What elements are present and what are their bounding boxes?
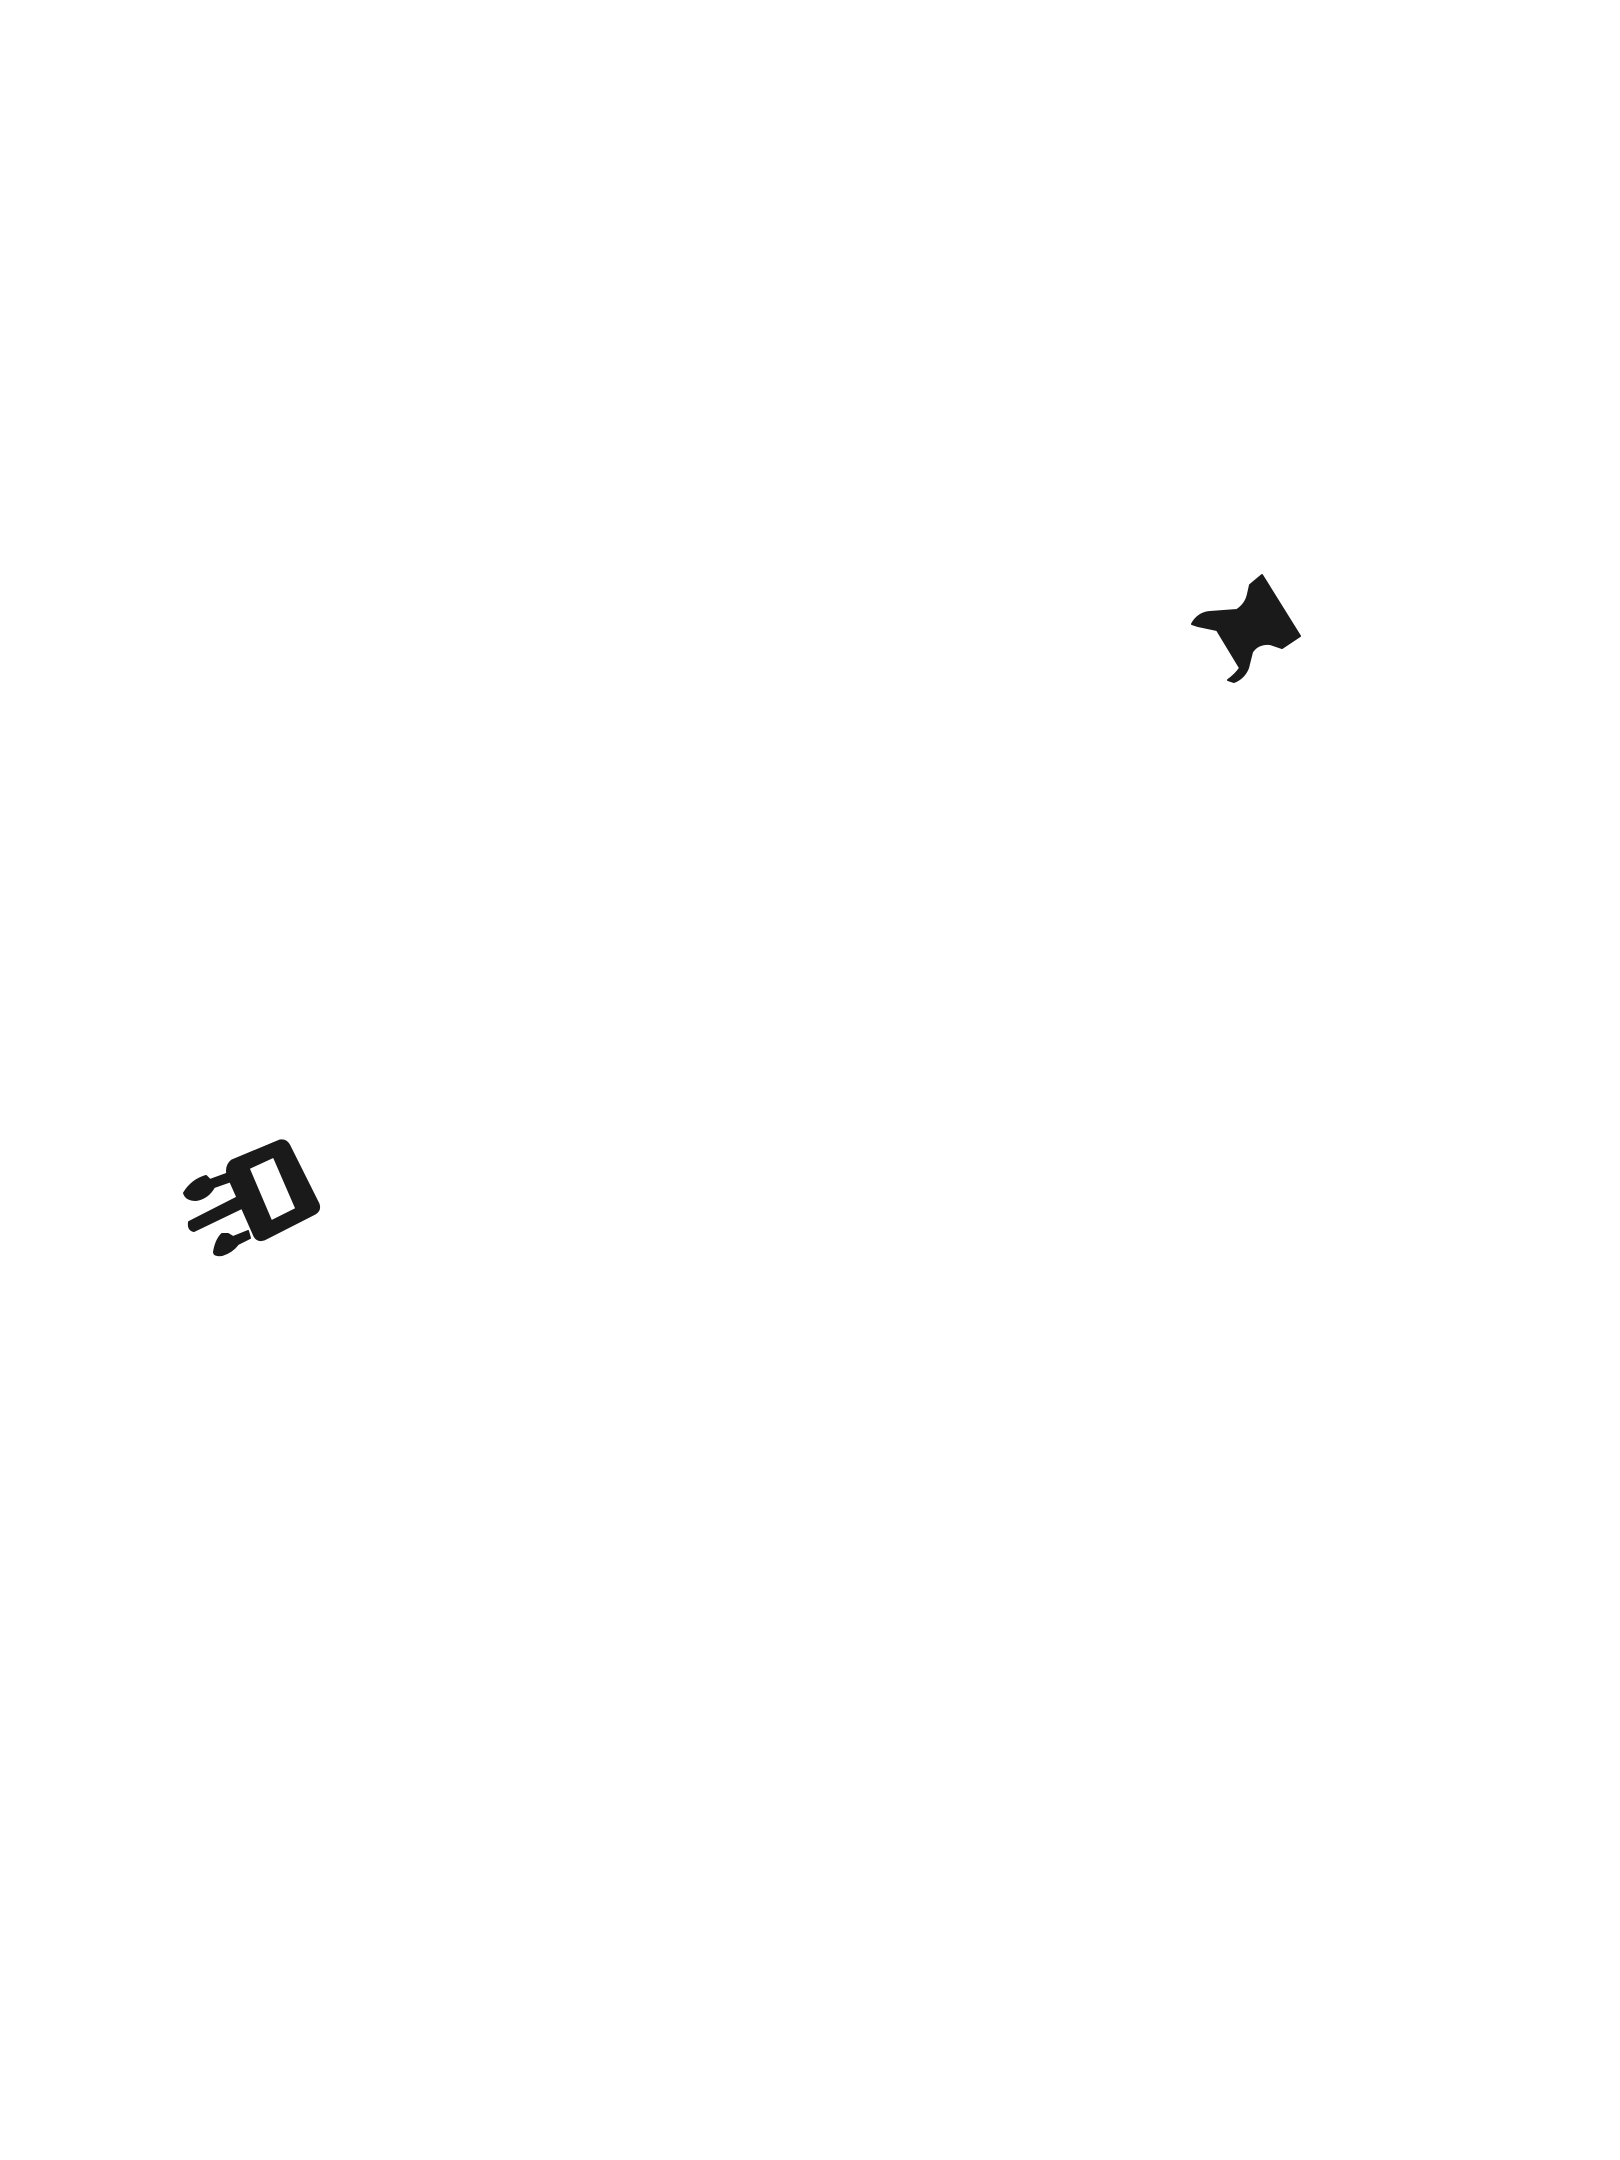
male-buckle-lower-prong: [213, 1230, 251, 1257]
male-buckle-upper-prong: [183, 1171, 235, 1201]
male-buckle-center-bar: [187, 1195, 247, 1232]
female-buckle-piece: [1191, 574, 1301, 683]
male-buckle-piece: [183, 1139, 321, 1257]
female-buckle-body: [1191, 574, 1301, 683]
male-buckle-frame: [226, 1139, 321, 1242]
